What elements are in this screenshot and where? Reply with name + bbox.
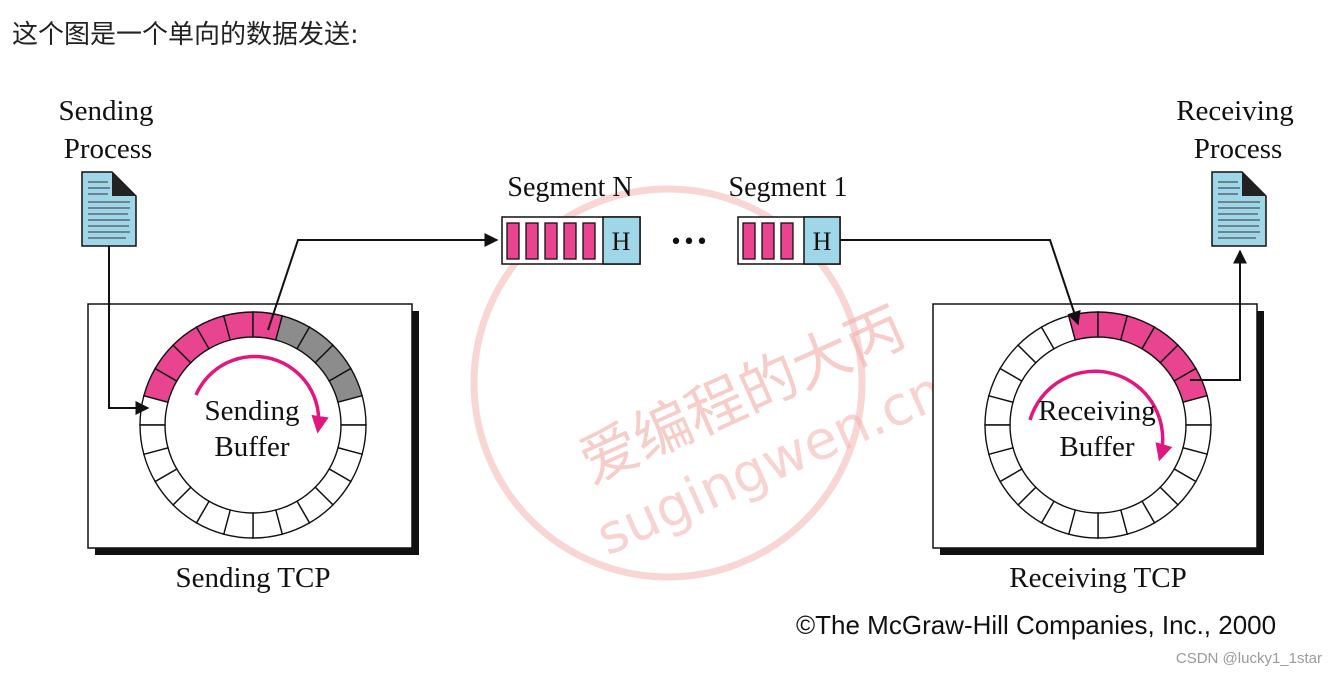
receiving-document-icon (1211, 171, 1267, 247)
receiving-process-label-1: Receiving (1176, 95, 1294, 127)
segment-n-label: Segment N (507, 172, 632, 203)
receiving-buffer-slot (984, 424, 1014, 456)
receiving-buffer-ring (984, 311, 1212, 539)
segment-n: H (501, 216, 641, 265)
segments-ellipsis: ••• (670, 230, 709, 255)
process-to-sending-buffer-arrow (108, 246, 150, 415)
segment-1-label: Segment 1 (729, 172, 848, 203)
receiving-rotation-arrow (1028, 369, 1173, 462)
sending-buffer-label-1: Sending (204, 395, 299, 427)
segment-n-header: H (612, 227, 631, 256)
receiving-tcp-label: Receiving TCP (1009, 562, 1186, 594)
sending-process-label-2: Process (64, 133, 153, 165)
sending-buffer-ring (139, 311, 367, 539)
sending-buffer-slot (139, 424, 169, 456)
segment-to-receiving-buffer-arrow (840, 239, 1081, 326)
sending-document-icon (81, 171, 137, 247)
copyright-credit: ©The McGraw-Hill Companies, Inc., 2000 (796, 610, 1277, 640)
sending-process-label-1: Sending (58, 95, 153, 127)
receiving-buffer-label-2: Buffer (1059, 431, 1135, 463)
segment-1-header: H (813, 227, 832, 256)
segment-1: H (737, 216, 841, 265)
sending-buffer-to-segment-arrow (267, 233, 499, 331)
sending-tcp-label: Sending TCP (176, 562, 331, 594)
intro-text: 这个图是一个单向的数据发送: (12, 20, 359, 50)
sending-rotation-arrow (194, 354, 329, 434)
receiving-buffer-label-1: Receiving (1038, 395, 1156, 427)
sending-buffer-label-2: Buffer (214, 431, 290, 463)
receiving-buffer-to-process-arrow (1190, 249, 1247, 381)
csdn-watermark: CSDN @lucky1_1star (1175, 650, 1322, 667)
receiving-process-label-2: Process (1194, 133, 1283, 165)
